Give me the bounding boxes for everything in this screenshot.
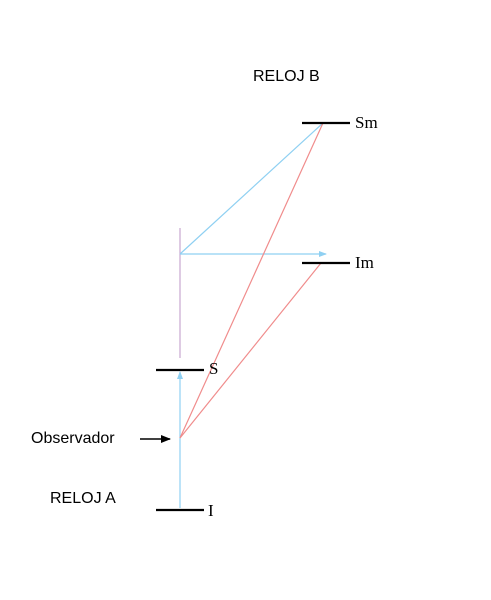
observer-label: Observador bbox=[31, 430, 115, 447]
label-im: Im bbox=[355, 253, 374, 272]
clock-a-title: RELOJ A bbox=[50, 490, 116, 507]
observed-ray-to-sm bbox=[179, 122, 324, 439]
label-i: I bbox=[208, 501, 214, 520]
light-ray-to-sm bbox=[179, 122, 324, 255]
clock-b-title: RELOJ B bbox=[253, 68, 320, 85]
label-s: S bbox=[209, 359, 218, 378]
observed-ray-to-im bbox=[179, 262, 322, 439]
label-sm: Sm bbox=[355, 113, 378, 132]
